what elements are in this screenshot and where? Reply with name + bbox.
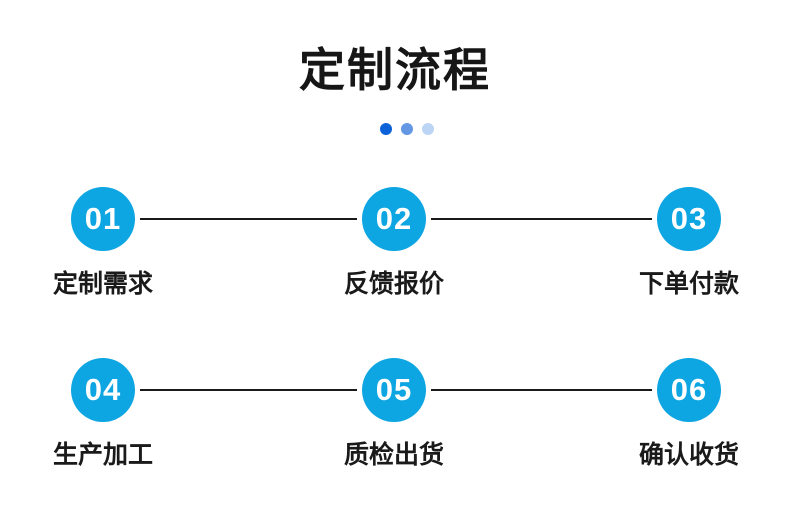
step-label: 定制需求: [52, 270, 153, 298]
step-number-badge: 04: [71, 358, 135, 422]
step-number-badge: 02: [362, 187, 426, 251]
step-number-badge: 06: [657, 358, 721, 422]
step-label: 反馈报价: [343, 270, 444, 298]
step-number-badge: 01: [71, 187, 135, 251]
step-label: 生产加工: [52, 441, 153, 469]
step-number: 01: [84, 201, 122, 236]
process-step: 06 确认收货: [599, 358, 779, 471]
carousel-dot-active: [380, 123, 392, 135]
connector-line: [431, 218, 652, 220]
connector-line: [140, 218, 357, 220]
step-number: 02: [375, 201, 413, 236]
step-number: 04: [84, 372, 122, 407]
step-label: 确认收货: [638, 441, 739, 469]
carousel-dot: [401, 123, 413, 135]
step-number: 06: [670, 372, 708, 407]
step-number: 05: [375, 372, 413, 407]
step-label: 质检出货: [343, 441, 444, 469]
page-title: 定制流程: [299, 44, 491, 96]
step-number-badge: 05: [362, 358, 426, 422]
process-step: 03 下单付款: [599, 187, 779, 300]
process-step: 05 质检出货: [304, 358, 484, 471]
carousel-dot: [422, 123, 434, 135]
process-step: 01 定制需求: [13, 187, 193, 300]
step-label: 下单付款: [638, 270, 739, 298]
carousel-dots: [380, 123, 434, 135]
connector-line: [431, 389, 652, 391]
step-number-badge: 03: [657, 187, 721, 251]
process-step: 02 反馈报价: [304, 187, 484, 300]
connector-line: [140, 389, 357, 391]
step-number: 03: [670, 201, 708, 236]
process-step: 04 生产加工: [13, 358, 193, 471]
